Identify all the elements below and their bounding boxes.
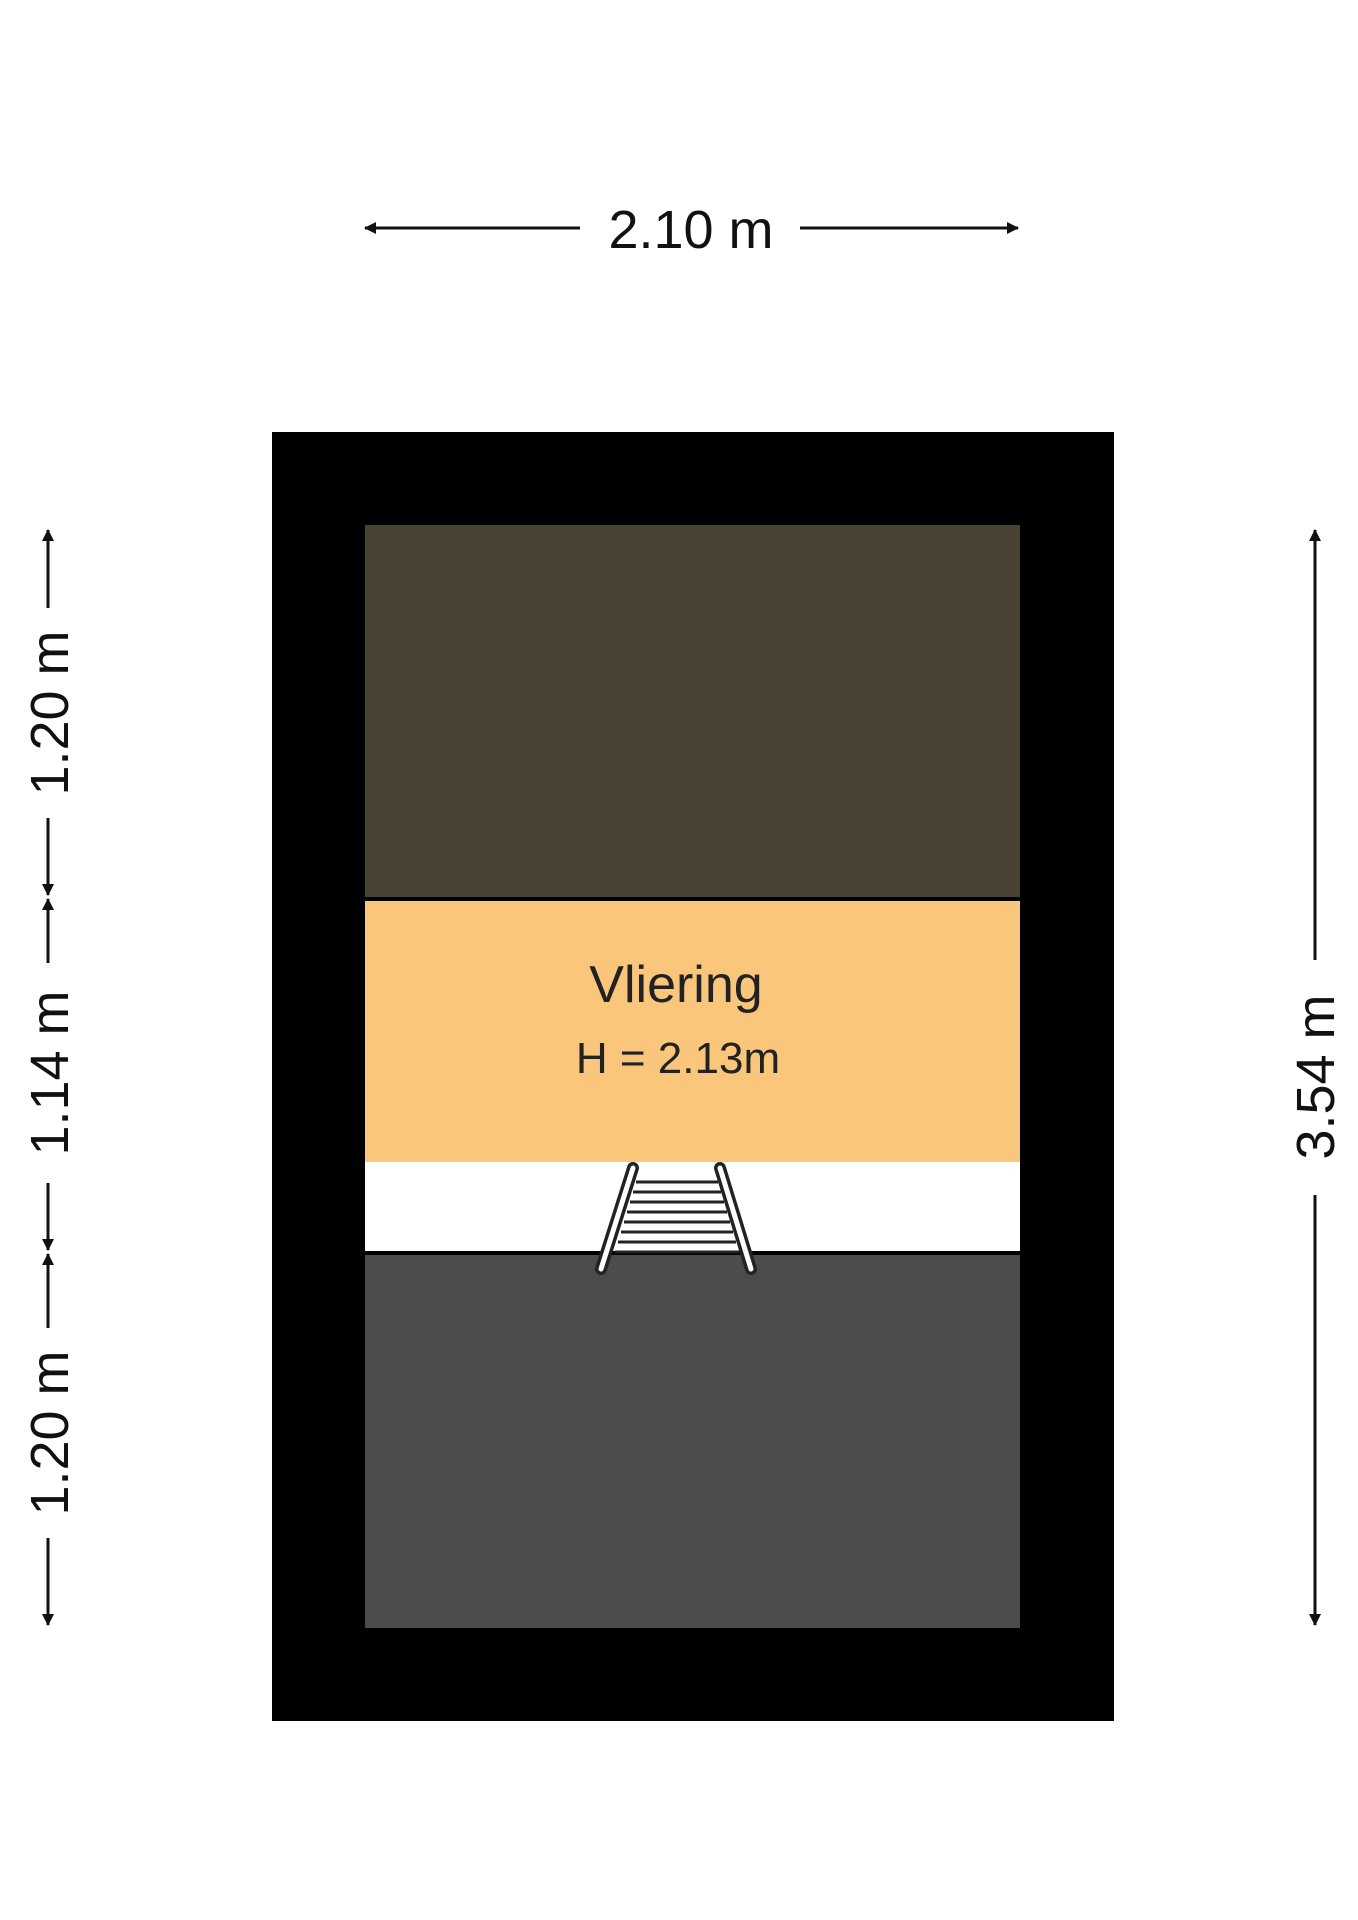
upper-slope-area — [365, 525, 1020, 897]
dimension-label-right-height: 3.54 m — [1286, 994, 1346, 1159]
ladder-icon — [595, 1162, 757, 1275]
dimension-right-height: 3.54 m — [1286, 529, 1346, 1626]
hatch-opening — [365, 1162, 1020, 1253]
dimension-label-left-1: 1.20 m — [20, 630, 80, 795]
room-height-label: H = 2.13m — [576, 1034, 780, 1083]
dimension-label-top-width: 2.10 m — [608, 200, 773, 260]
lower-slope-area — [365, 1253, 1020, 1628]
dimension-top-width: 2.10 m — [364, 200, 1019, 260]
dimension-label-left-2: 1.14 m — [20, 990, 80, 1155]
dimension-label-left-3: 1.20 m — [20, 1350, 80, 1515]
room-name-label: Vliering — [589, 956, 762, 1014]
room-vliering — [365, 900, 1020, 1162]
dimension-left-chain: 1.20 m 1.14 m 1.20 m — [20, 529, 80, 1626]
